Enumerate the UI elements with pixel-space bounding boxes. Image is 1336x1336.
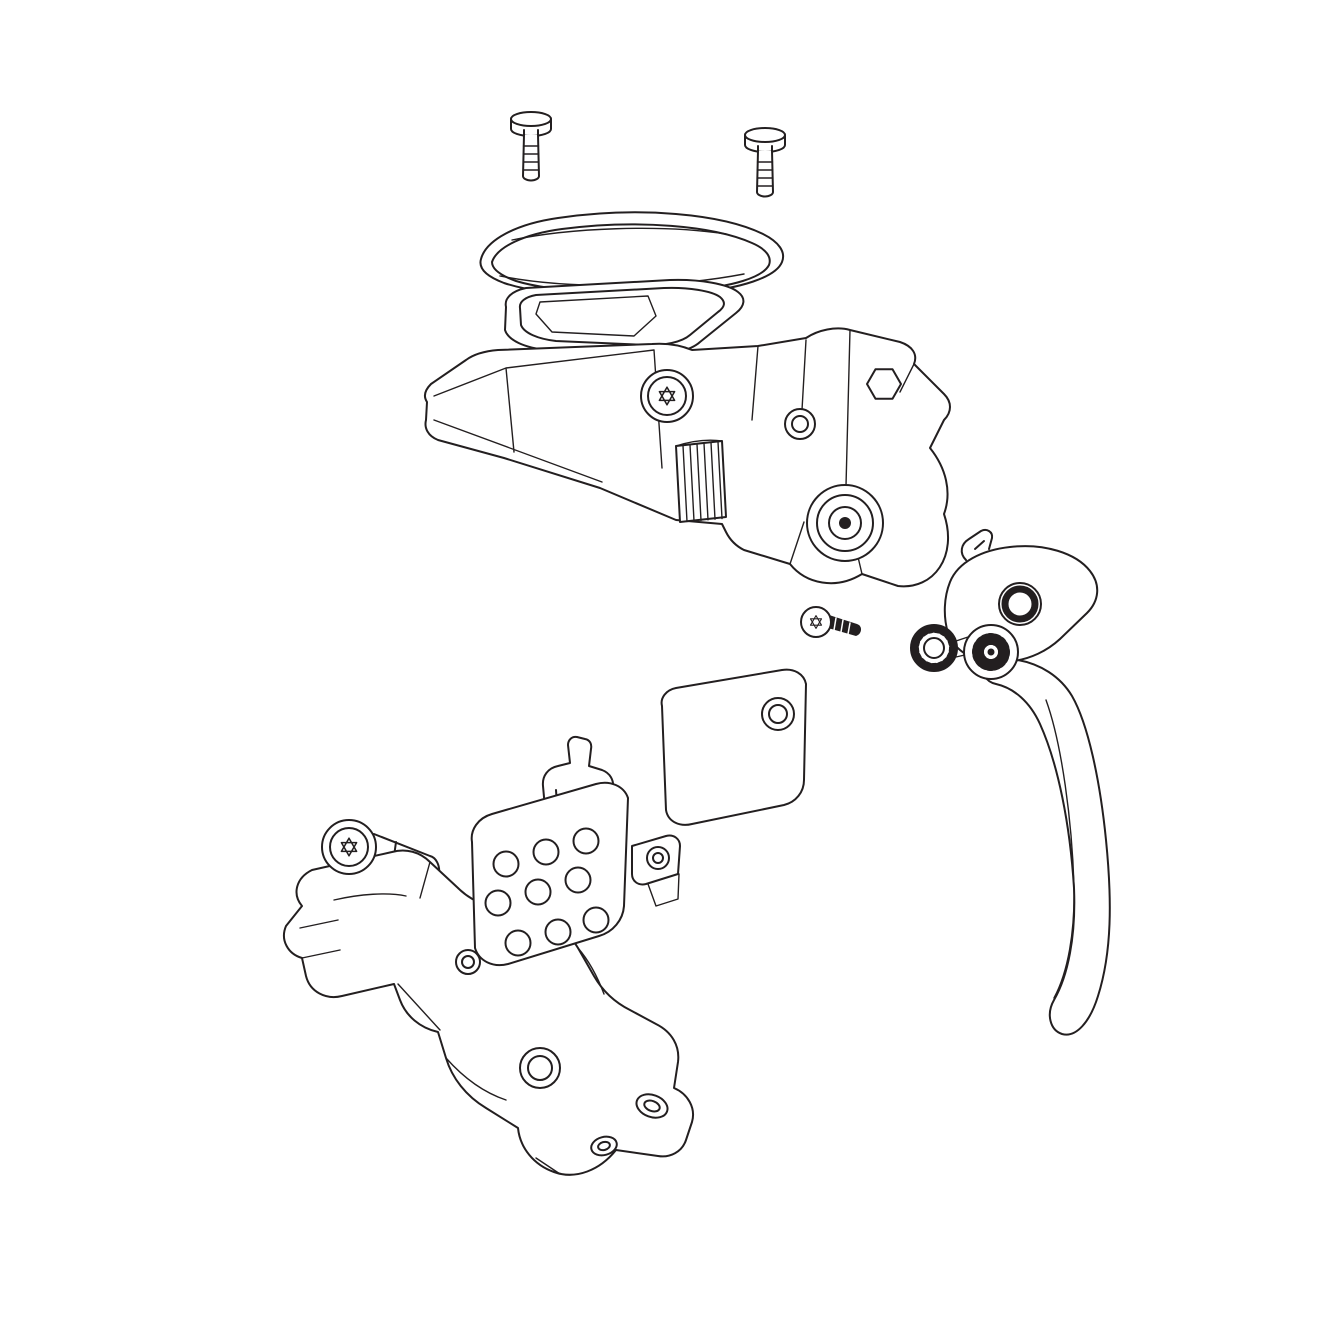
return-spring-hook: [960, 528, 994, 561]
part-lever-blade: [910, 528, 1111, 1036]
cover-screw-left: [510, 111, 552, 182]
part-master-cylinder-body: [423, 327, 951, 588]
mount-ear-hole: [635, 1093, 669, 1119]
caliper-outline: [283, 849, 694, 1176]
caliper-piston: [519, 1047, 561, 1089]
contact-adjust-dial: [963, 624, 1019, 680]
part-reservoir-cover: [479, 211, 784, 297]
part-cover-screws: [510, 111, 786, 198]
part-caliper-body: [283, 819, 694, 1176]
barrel-adjuster: [675, 439, 727, 523]
clamp-hex-hole: [866, 368, 902, 400]
pad-holes: [484, 827, 610, 957]
lever-blade-curve: [981, 659, 1111, 1036]
bushing-ring: [784, 408, 816, 440]
reach-adjust-knob: [910, 624, 970, 672]
hose-port: [590, 1135, 618, 1157]
brake-pad-front: [470, 781, 629, 967]
pivot-hole: [998, 582, 1042, 626]
brake-pad-rear: [660, 668, 807, 826]
part-brake-pads: [470, 668, 807, 967]
part-reservoir-diaphragm: [504, 278, 745, 357]
part-pivot-bolt: [800, 606, 862, 638]
cover-screw-right: [744, 127, 786, 198]
